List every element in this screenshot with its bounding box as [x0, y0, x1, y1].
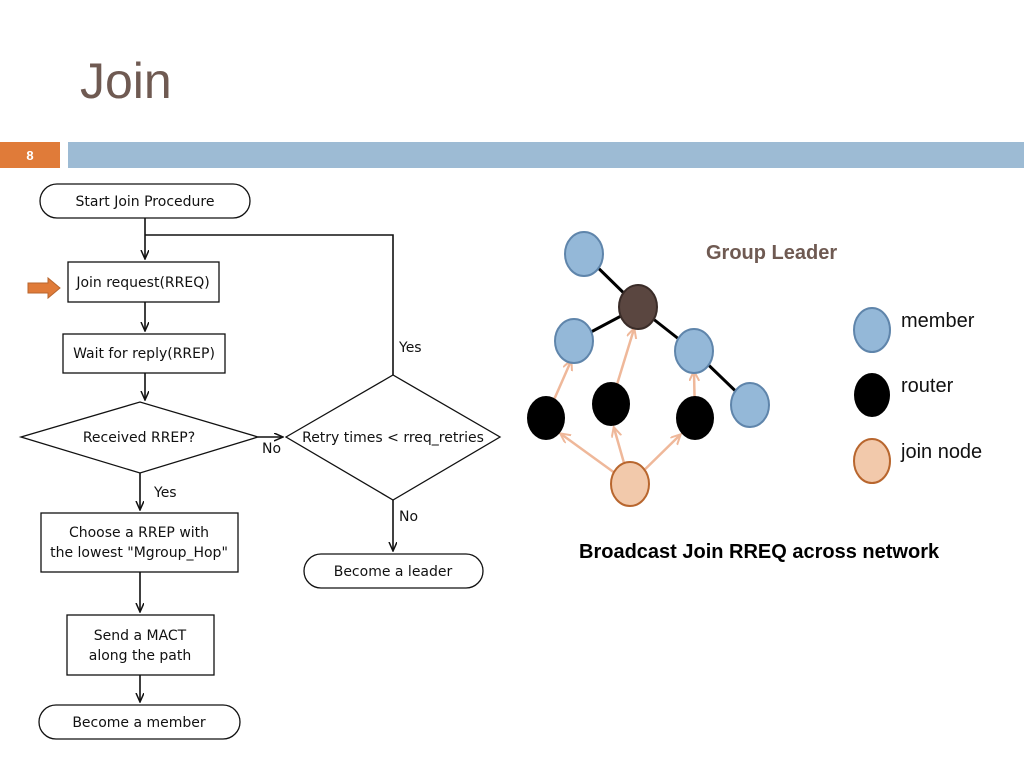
choose-label-line2: the lowest "Mgroup_Hop"	[50, 545, 228, 561]
slide-title: Join	[80, 53, 172, 109]
right-arrow-icon	[27, 276, 61, 300]
member-node	[730, 382, 770, 428]
flow-connectors	[140, 218, 393, 701]
arrow-retry-yes-loop	[145, 234, 394, 375]
edge-label-yes-received: Yes	[153, 485, 177, 501]
received-decision: Received RREP?	[18, 401, 261, 474]
received-label: Received RREP?	[83, 430, 195, 446]
legend-join-node-swatch	[853, 438, 891, 484]
send-mact-box: Send a MACT along the path	[66, 614, 215, 676]
choose-label-line1: Choose a RREP with	[69, 525, 209, 541]
retry-label: Retry times < rreq_retries	[302, 430, 484, 446]
retry-decision: Retry times < rreq_retries	[284, 374, 502, 501]
flowchart: Start Join Procedure Join request(RREQ) …	[18, 183, 502, 740]
legend-router-swatch	[854, 373, 890, 417]
group-leader-node	[618, 284, 658, 330]
wait-reply-label: Wait for reply(RREP)	[73, 346, 215, 362]
member-node	[564, 231, 604, 277]
member-node	[554, 318, 594, 364]
title-divider-bar	[68, 142, 1024, 168]
send-label-line2: along the path	[89, 648, 192, 664]
join-request-box: Join request(RREQ)	[67, 261, 220, 303]
become-leader-terminal: Become a leader	[303, 553, 484, 589]
member-node	[674, 328, 714, 374]
network-legend: member router join node	[853, 307, 982, 484]
edge-label-yes-retry: Yes	[398, 340, 422, 356]
legend-join-node-label: join node	[900, 441, 982, 463]
group-leader-label: Group Leader	[706, 242, 837, 264]
start-label: Start Join Procedure	[76, 194, 215, 210]
choose-rrep-box: Choose a RREP with the lowest "Mgroup_Ho…	[40, 512, 239, 573]
edge-label-no-retry: No	[399, 509, 418, 525]
legend-member-label: member	[901, 310, 975, 332]
wait-reply-box: Wait for reply(RREP)	[62, 333, 226, 374]
router-node	[592, 382, 630, 426]
join-request-label: Join request(RREQ)	[75, 275, 209, 291]
network-caption: Broadcast Join RREQ across network	[579, 541, 940, 563]
start-terminal: Start Join Procedure	[39, 183, 251, 219]
page-number-badge: 8	[0, 142, 60, 168]
become-member-terminal: Become a member	[38, 704, 241, 740]
tree-links	[573, 252, 752, 407]
become-member-label: Become a member	[72, 715, 206, 731]
send-label-line1: Send a MACT	[94, 628, 187, 644]
router-node	[527, 396, 565, 440]
legend-member-swatch	[853, 307, 891, 353]
edge-label-no-received: No	[262, 441, 281, 457]
legend-router-label: router	[901, 375, 954, 397]
join-node	[610, 461, 650, 507]
network-diagram: Group Leader member router join node Bro…	[527, 231, 982, 563]
router-node	[676, 396, 714, 440]
become-leader-label: Become a leader	[334, 564, 453, 580]
